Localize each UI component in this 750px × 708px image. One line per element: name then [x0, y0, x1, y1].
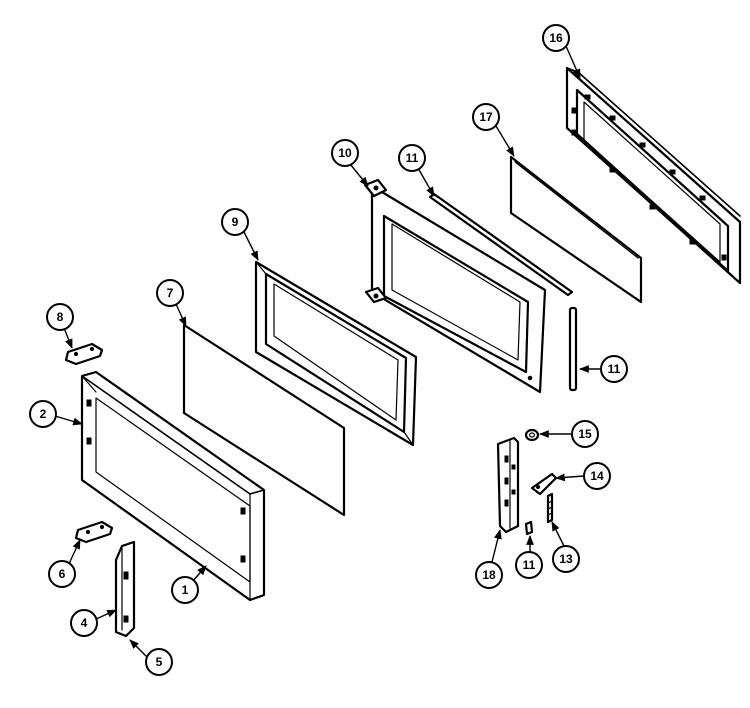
callout-7-label: 7: [167, 286, 174, 300]
part-16-rear-frame: [565, 66, 742, 285]
callout-2-label: 2: [40, 407, 47, 421]
part-14-latch-lever: [530, 472, 558, 496]
callout-13: 13: [552, 545, 580, 573]
callout-4-label: 4: [81, 616, 88, 630]
callout-14-label: 14: [590, 469, 604, 483]
part-4-hinge-arm: [114, 540, 136, 638]
callout-1-label: 1: [182, 583, 189, 597]
callout-15-label: 15: [578, 427, 592, 441]
callout-5: 5: [145, 648, 173, 676]
callout-6-label: 6: [59, 567, 66, 581]
part-18-latch-plate: [496, 436, 520, 534]
callout-9: 9: [221, 208, 249, 236]
callout-13-label: 13: [559, 552, 573, 566]
part-17-glass-panel: [509, 155, 643, 304]
callout-9-label: 9: [232, 215, 239, 229]
part-11-gasket-side: [568, 306, 578, 392]
callout-2: 2: [29, 400, 57, 428]
callout-18-label: 18: [482, 568, 496, 582]
leader-lines: [54, 45, 600, 661]
callout-7: 7: [156, 279, 184, 307]
part-6-small-bracket: [74, 520, 114, 544]
part-10-inner-frame: [363, 178, 547, 394]
callout-10-label: 10: [338, 146, 352, 160]
part-7-glass: [182, 323, 346, 517]
callout-5-label: 5: [156, 655, 163, 669]
part-8-hinge-bracket: [64, 342, 104, 366]
callout-14: 14: [583, 462, 611, 490]
callout-4: 4: [70, 609, 98, 637]
callout-8-label: 8: [57, 310, 64, 324]
callout-16-label: 16: [549, 31, 563, 45]
callout-1: 1: [171, 576, 199, 604]
part-2-front-door: [80, 370, 266, 602]
callout-12: 11: [515, 551, 543, 579]
part-12-screw: [524, 520, 534, 536]
part-9-door-liner: [254, 260, 418, 447]
callout-10: 10: [331, 139, 359, 167]
part-13-spring-pin: [546, 492, 554, 524]
callout-12-label: 11: [523, 558, 536, 572]
callout-11-side: 11: [600, 355, 628, 383]
part-15-nut: [524, 428, 540, 442]
callout-11-upper: 11: [398, 144, 426, 172]
callout-15: 15: [571, 420, 599, 448]
callout-8: 8: [46, 303, 74, 331]
callout-11-side-label: 11: [608, 362, 621, 376]
callout-18: 18: [475, 561, 503, 589]
callout-17-label: 17: [479, 110, 493, 124]
callout-16: 16: [542, 24, 570, 52]
callout-17: 17: [472, 103, 500, 131]
callout-6: 6: [48, 560, 76, 588]
callout-11-upper-label: 11: [406, 151, 419, 165]
